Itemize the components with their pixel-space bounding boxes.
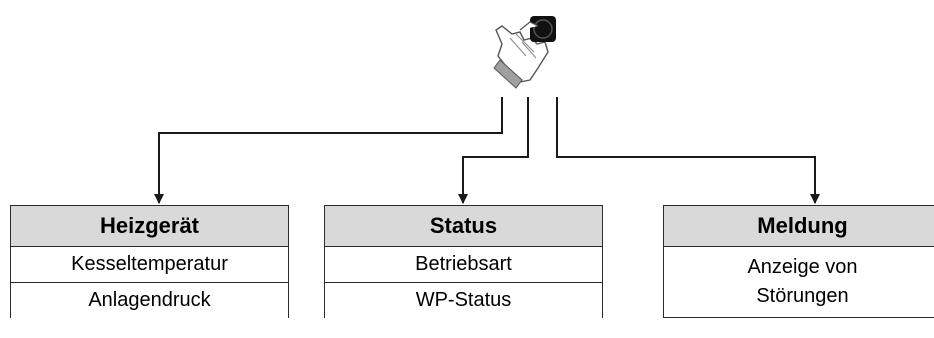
arrow-to-heizgeraet xyxy=(154,97,503,204)
arrow-to-meldung xyxy=(556,97,820,204)
menu-item-betriebsart: Betriebsart xyxy=(415,253,512,275)
hand-turning-knob-icon xyxy=(493,16,556,89)
menu-title-status: Status xyxy=(325,206,602,247)
menu-item-line-2: Störungen xyxy=(756,285,849,307)
menu-box-status: Status Betriebsart WP-Status xyxy=(324,205,603,318)
menu-item-wp-status: WP-Status xyxy=(325,282,602,318)
menu-box-heizgeraet: Heizgerät Kesseltemperatur Anlagendruck xyxy=(10,205,289,318)
menu-box-meldung: Meldung Anzeige von Störungen xyxy=(663,205,934,318)
menu-item-kesseltemperatur: Kesseltemperatur xyxy=(71,253,228,275)
menu-title-heizgeraet: Heizgerät xyxy=(11,206,288,247)
menu-item-anzeige-von-stoerungen: Anzeige von Störungen xyxy=(664,247,934,317)
menu-item-anlagendruck: Anlagendruck xyxy=(11,282,288,318)
menu-title-meldung: Meldung xyxy=(664,206,934,247)
arrow-to-status xyxy=(458,97,529,204)
menu-item-line-1: Anzeige von xyxy=(747,256,858,278)
